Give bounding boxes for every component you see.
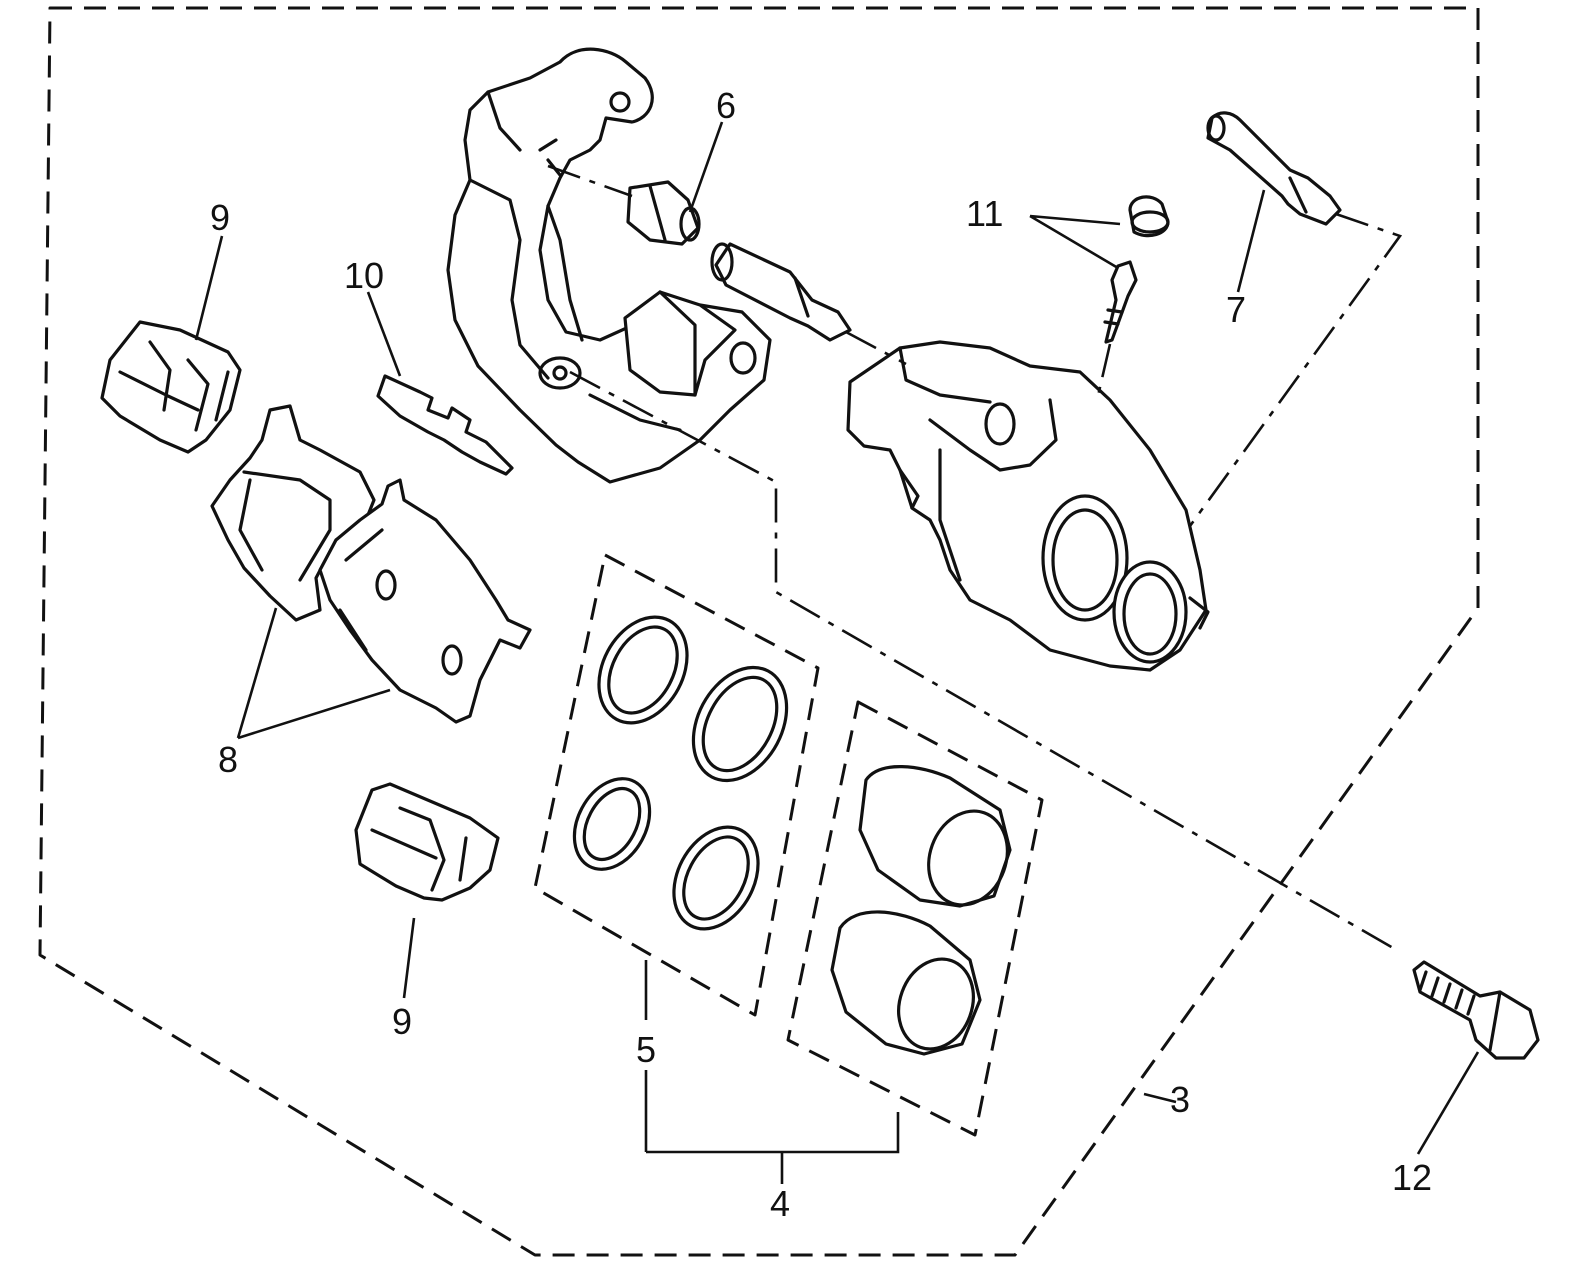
mounting-bolt-12 [1412,960,1540,1060]
caliper-body [846,340,1210,672]
bracket-pad-support [623,290,737,397]
guide-bolt-7 [1206,111,1342,226]
leader-4 [646,1112,900,1184]
axis-guide-bolt [1188,212,1403,527]
callout-4: 4 [770,1183,790,1224]
assembly-boundary [38,6,1480,1257]
pistons [830,765,1012,1056]
axis-boot [547,164,633,198]
brake-pad-8-front [318,478,532,724]
leader-12 [1416,1051,1480,1155]
leader-11 [1029,214,1121,270]
axis-bleed-screw [1096,343,1112,397]
leader-3 [1143,1092,1177,1104]
callout-9-bottom: 9 [392,1001,412,1042]
callout-10: 10 [344,255,384,296]
axis-bracket-to-bolt [569,370,1401,954]
callout-12: 12 [1392,1157,1432,1198]
callout-8: 8 [218,739,238,780]
piston-kit-box [786,700,1044,1137]
callout-11: 11 [966,193,1003,234]
leader-7 [1236,189,1266,293]
slide-pin [710,242,852,342]
pad-spring-9-bottom [354,782,500,902]
brake-pad-8-rear [210,404,376,622]
rubber-boot-6 [626,180,701,246]
leader-10 [366,291,402,377]
leader-9-bottom [402,917,416,999]
seal-kit-box [533,553,820,1017]
axis-slide-pin [845,330,907,366]
leader-6 [688,121,724,213]
callout-6: 6 [716,85,736,126]
callout-9-top: 9 [210,197,230,238]
callout-5: 5 [636,1029,656,1070]
leader-8 [236,607,391,740]
pad-spring-9-top [100,320,242,454]
leader-9-top [194,235,224,341]
callout-3: 3 [1170,1079,1190,1120]
bleed-screw-11 [1103,195,1170,344]
callout-7: 7 [1226,289,1246,330]
anti-rattle-spring-10 [376,374,514,476]
seal-kit-5 [572,615,789,931]
